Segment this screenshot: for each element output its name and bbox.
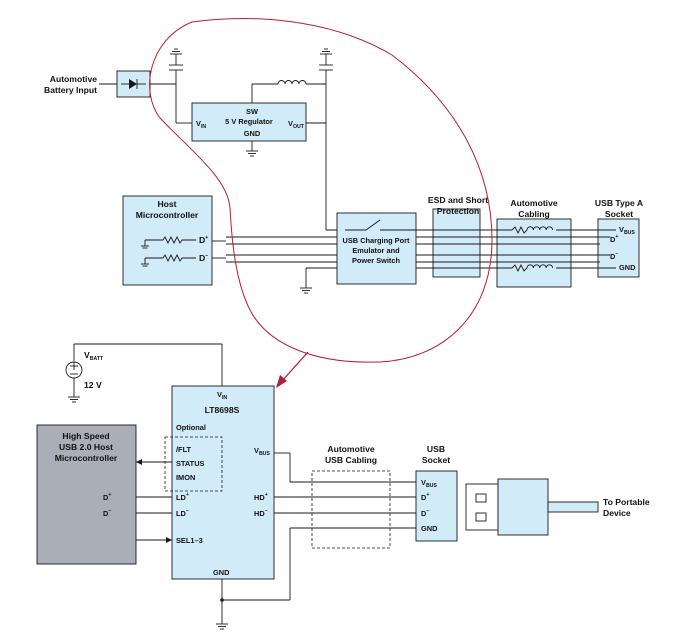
host-microcontroller-box [122,195,213,286]
vbatt-label: VBATT [84,350,104,362]
chip-imon-label: IMON [176,473,195,482]
optional-pins-box [164,436,223,492]
power-switch-symbol [345,219,416,231]
top-data-lines [212,236,337,263]
usb-cabling-label-1: Automotive [327,444,374,454]
usb-a-d-minus-label: D– [610,251,618,261]
twelve-v-label: 12 V [84,380,102,390]
cabling-label-2: Cabling [518,209,550,219]
usb-port-label-3: Power Switch [352,256,401,265]
socket-d-minus-label: D– [421,508,429,518]
cabling-label-1: Automotive [510,198,557,208]
regulator-box [191,102,307,142]
battery-input-label-1: Automotive [50,74,97,84]
esd-protection-box [432,208,481,278]
high-speed-mcu-box [36,424,137,565]
socket-gnd-label: GND [421,524,438,533]
mcu-label-2: USB 2.0 Host [59,442,113,452]
regulator-ground-symbol [246,141,258,157]
chip-vin-label: VIN [217,390,227,401]
host-d-plus-label: D+ [199,235,208,245]
usb-socket-label-2: Socket [422,455,450,465]
usb-socket-label-1: USB [427,444,445,454]
regulator-sw-label: SW [246,107,258,116]
usb-plug-icon [465,478,599,536]
regulator-vout-label: VOUT [288,119,305,130]
chip-name-label: LT8698S [205,405,240,415]
host-label-2: Microcontroller [136,210,199,220]
mcu-chip-wires [136,459,172,543]
usb-charging-port-box [336,212,417,285]
chip-status-label: STATUS [176,459,205,468]
socket-d-plus-label: D+ [421,492,429,502]
usb-port-label-2: Emulator and [352,246,400,255]
usb-type-a-label-2: Socket [605,209,633,219]
mcu-d-plus-label: D+ [103,492,111,502]
pointer-arrow [276,351,309,388]
portable-device-label-1: To Portable [603,497,650,507]
mcu-label-3: Microcontroller [55,453,118,463]
esd-label-2: Protection [437,206,480,216]
chip-ground-symbol [216,579,290,630]
usb-a-gnd-label: GND [619,263,636,272]
usb-type-a-socket-box [597,218,640,278]
usb-port-label-1: USB Charging Port [343,236,410,245]
regulator-gnd-label: GND [244,129,261,138]
chip-hd-minus-label: HD– [254,508,268,518]
output-capacitor [306,48,345,231]
usb-a-d-plus-label: D+ [610,234,618,244]
port-ground-symbol [300,267,337,294]
host-d-minus-label: D– [199,253,208,263]
esd-label-1: ESD and Short [428,195,488,205]
chip-gnd-label: GND [213,568,230,577]
chip-ld-minus-label: LD– [176,508,189,518]
chip-hd-plus-label: HD+ [254,492,268,502]
mcu-d-minus-label: D– [103,508,111,518]
top-output-lines [416,225,616,273]
sw-inductor [251,80,326,103]
input-capacitor [169,48,192,124]
chip-vbus-label: VBUS [254,446,270,457]
mcu-label-1: High Speed [62,431,109,441]
chip-ld-plus-label: LD+ [176,492,189,502]
chip-sel-label: SEL1–3 [176,536,203,545]
input-diode [99,70,176,98]
chip-flt-label: /FLT [176,445,192,454]
chip-optional-label: Optional [176,423,206,432]
battery-source-symbol [65,343,223,403]
usb-socket-box [415,470,458,542]
usb-cabling-box [311,470,391,549]
chip-socket-wires [274,452,416,600]
socket-vbus-label: VBUS [421,478,437,489]
host-resistors [141,235,196,267]
usb-a-vbus-label: VBUS [619,225,635,236]
regulator-vin-label: VIN [196,119,206,130]
lt8698s-chip-box [171,385,275,580]
highlight-loop [149,18,493,363]
usb-cabling-label-2: USB Cabling [325,455,377,465]
battery-input-label-2: Battery Input [44,85,97,95]
usb-type-a-label-1: USB Type A [595,198,643,208]
portable-device-label-2: Device [603,508,631,518]
automotive-cabling-box [496,218,572,288]
host-label-1: Host [157,199,176,209]
regulator-name-label: 5 V Regulator [225,117,273,126]
